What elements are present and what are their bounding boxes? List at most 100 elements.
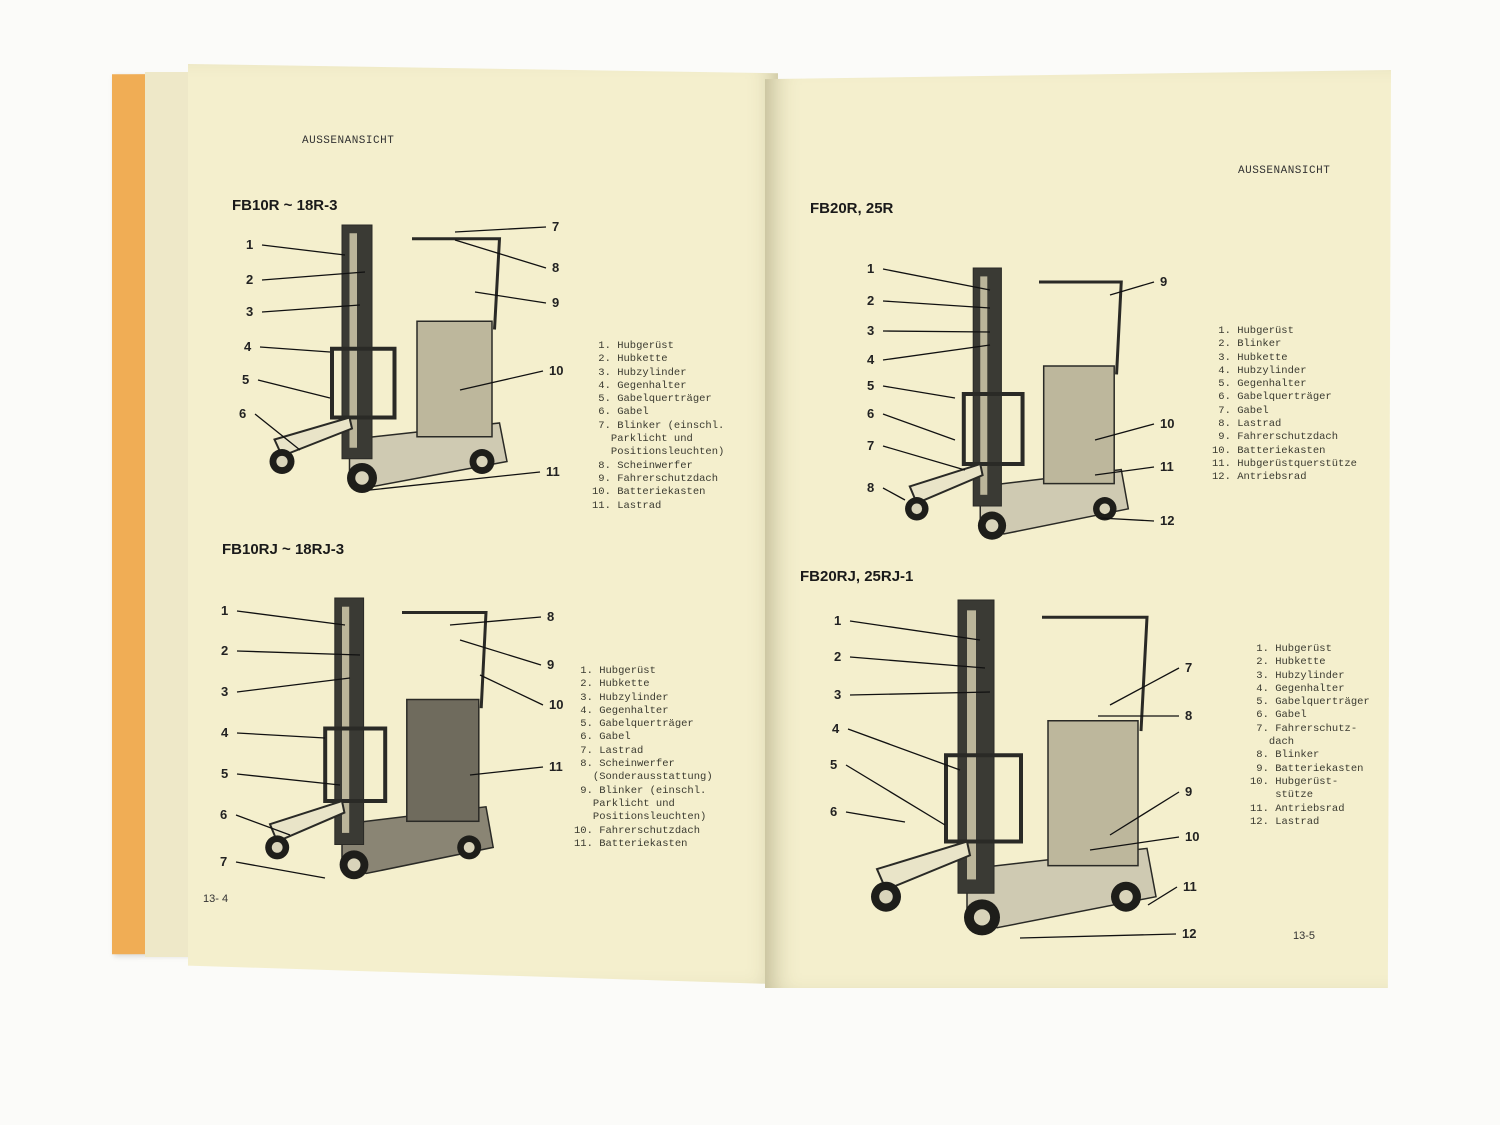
callout-line: [236, 677, 351, 693]
callout-number: 12: [1182, 926, 1197, 941]
legend-item: 7. Fahrerschutz- dach: [1256, 722, 1358, 749]
legend-item: 11. Hubgerüstquerstütze: [1212, 457, 1357, 470]
callout-line: [845, 764, 946, 826]
wheel-hub: [879, 889, 893, 904]
callout-line: [454, 226, 547, 233]
legend-item: 8. Scheinwerfer (Sonderausstattung): [580, 758, 713, 784]
callout-line: [1147, 886, 1178, 906]
callout-number: 4: [244, 339, 252, 354]
callout-line: [479, 674, 544, 706]
callout-line: [882, 344, 991, 361]
legend-item: 4. Gegenhalter: [592, 379, 687, 392]
carriage: [323, 726, 388, 803]
right-page-header: AUSSENANSICHT: [1238, 165, 1331, 177]
callout-number: 7: [1185, 660, 1193, 675]
legend-item: 10. Batteriekasten: [1212, 444, 1326, 457]
legend-item: 6. Gabel: [1250, 709, 1307, 722]
mast-channel: [967, 610, 976, 880]
legend-item: 5. Gabelquerträger: [1250, 696, 1370, 709]
callout-number: 6: [830, 804, 838, 819]
legend-item: 7. Blinker (einschl. Parklicht und Posit…: [598, 419, 725, 459]
callout-line: [254, 413, 301, 451]
callout-line: [261, 271, 366, 281]
legend-item: 3. Hubzylinder: [574, 691, 669, 704]
callout-line: [261, 244, 346, 256]
battery-box: [1047, 720, 1139, 867]
legend-item: 1. Hubgerüst: [592, 340, 674, 352]
legend-item: 9. Batteriekasten: [1250, 762, 1364, 775]
callout-number: 9: [552, 295, 560, 310]
callout-number: 7: [220, 854, 228, 869]
callout-number: 4: [832, 721, 840, 736]
callout-number: 11: [1183, 879, 1197, 894]
wheel-hub: [911, 503, 923, 515]
carriage: [330, 346, 397, 420]
overhead-guard: [1039, 280, 1123, 375]
callout-line: [882, 445, 966, 471]
overhead-guard: [1042, 615, 1149, 732]
carriage: [961, 392, 1025, 466]
callout-number: 10: [1185, 829, 1200, 844]
callout-number: 7: [867, 438, 875, 453]
callout-line: [847, 728, 961, 771]
callout-line: [882, 268, 991, 291]
callout-line: [369, 471, 541, 491]
callout-number: 3: [867, 323, 875, 338]
callout-number: 8: [1185, 708, 1193, 723]
callout-number: 1: [867, 261, 875, 276]
callout-line: [882, 487, 906, 501]
wheel-hub: [276, 455, 288, 468]
callout-number: 1: [246, 237, 254, 252]
callout-number: 8: [867, 480, 875, 495]
callout-line: [1109, 667, 1180, 706]
callout-number: 8: [552, 260, 560, 275]
callout-number: 2: [867, 293, 875, 308]
legend-item: 9. Blinker (einschl. Parklicht und Posit…: [580, 784, 707, 824]
legend-item: 7. Lastrad: [574, 744, 644, 757]
legend-item: 2. Hubkette: [592, 353, 668, 366]
figure-title: FB20RJ, 25RJ-1: [800, 568, 914, 585]
legend-item: 3. Hubzylinder: [592, 366, 687, 379]
legend-item: 4. Hubzylinder: [1212, 364, 1307, 377]
parts-legend: 1. Hubgerüst 2. Hubkette 3. Hubzylinder …: [574, 665, 713, 851]
callout-line: [1094, 423, 1155, 441]
callout-number: 5: [830, 757, 838, 772]
callout-line: [849, 620, 981, 641]
callout-line: [459, 370, 544, 391]
callout-number: 1: [221, 603, 229, 618]
legend-item: 10. Hubgerüst- stütze: [1250, 775, 1339, 802]
callout-number: 10: [549, 697, 564, 712]
legend-item: 10. Fahrerschutzdach: [574, 824, 701, 837]
parts-legend: 1. Hubgerüst 2. Hubkette 3. Hubzylinder …: [1250, 643, 1370, 829]
callout-line: [236, 650, 361, 656]
mast-channel: [980, 276, 988, 495]
callout-number: 1: [834, 613, 842, 628]
legend-item: 2. Hubkette: [574, 678, 650, 691]
wheel-hub: [985, 519, 999, 532]
legend-item: 4. Gegenhalter: [574, 704, 669, 717]
page-number: 13-5: [1293, 930, 1316, 942]
callout-line: [236, 610, 346, 626]
callout-line: [1019, 933, 1177, 939]
left-page-header: AUSSENANSICHT: [302, 135, 395, 147]
battery-box: [1042, 365, 1115, 485]
callout-number: 9: [1185, 784, 1193, 799]
callout-number: 5: [242, 372, 250, 387]
callout-number: 9: [547, 657, 555, 672]
callout-number: 5: [867, 378, 875, 393]
callout-number: 3: [246, 304, 254, 319]
callout-number: 8: [547, 609, 555, 624]
callout-number: 6: [239, 406, 247, 421]
callout-line: [257, 379, 331, 399]
callout-number: 6: [867, 406, 875, 421]
callout-number: 11: [1160, 459, 1174, 474]
legend-item: 6. Gabel: [574, 731, 631, 744]
overhead-guard: [412, 237, 502, 330]
callout-line: [1094, 466, 1155, 476]
callout-line: [259, 346, 331, 353]
carriage: [944, 753, 1023, 844]
callout-number: 4: [221, 725, 229, 740]
legend-item: 6. Gabel: [592, 406, 649, 419]
wheel-hub: [347, 858, 361, 872]
legend-item: 1. Hubgerüst: [574, 665, 656, 677]
